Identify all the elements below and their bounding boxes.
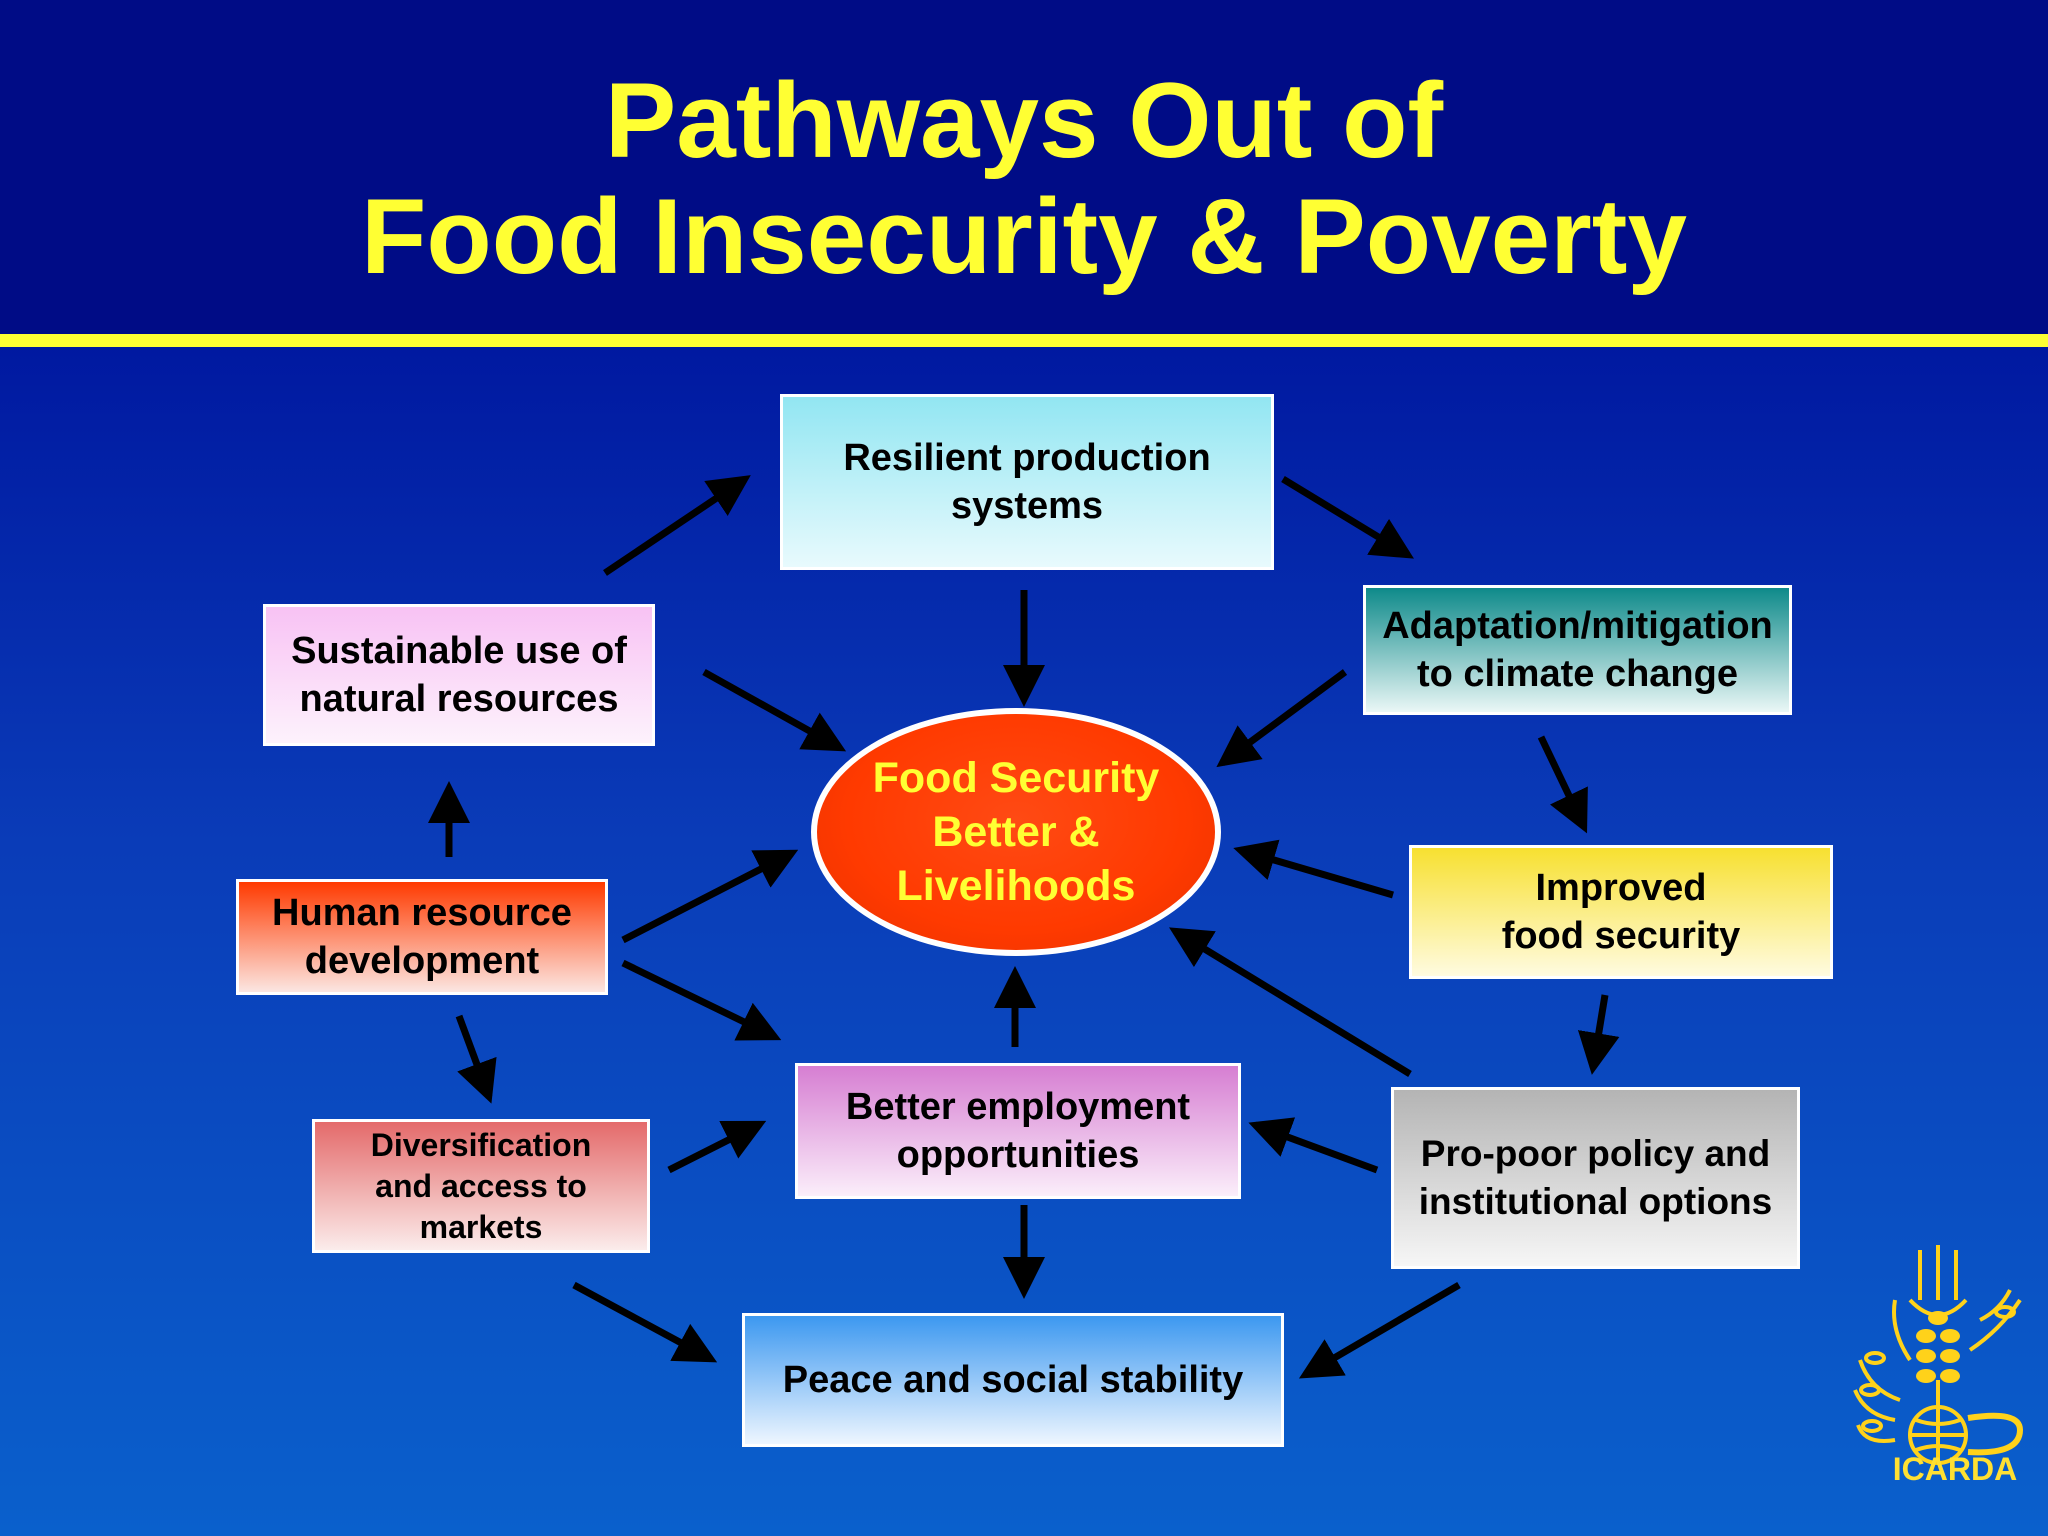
node-label-line: opportunities: [896, 1134, 1140, 1176]
node-label-line: Diversification: [370, 1126, 592, 1163]
slide-title: Pathways Out of Food Insecurity & Povert…: [0, 62, 2048, 294]
arrow-propoor-to-hub: [1169, 927, 1412, 1077]
arrow-adaptation-to-improved: [1537, 735, 1588, 834]
arrow-resilient-to-adaptation: [1281, 476, 1414, 559]
node-label-line: Improved: [1535, 867, 1707, 909]
node-label-line: to climate change: [1417, 653, 1738, 695]
node-label-line: development: [304, 940, 540, 982]
node-improved-food-security: Improved food security: [1409, 845, 1833, 979]
center-food-security-hub: Food Security Better & Livelihoods: [811, 708, 1221, 956]
node-human-resource-development: Human resource development: [236, 879, 608, 995]
arrow-improved-to-propoor: [1577, 994, 1620, 1075]
node-label-line: Peace and social stability: [782, 1359, 1244, 1401]
hub-label-line: Food Security: [872, 754, 1160, 802]
title-line-1: Pathways Out of: [604, 60, 1444, 180]
node-label-line: Pro-poor policy and: [1420, 1133, 1771, 1174]
node-better-employment: Better employment opportunities: [795, 1063, 1241, 1199]
node-adaptation-mitigation: Adaptation/mitigation to climate change: [1363, 585, 1792, 715]
hub-label-line: Livelihoods: [896, 862, 1136, 910]
arrow-human-to-hub: [621, 849, 799, 944]
node-label-line: and access to: [375, 1167, 587, 1204]
node-label-line: Adaptation/mitigation: [1382, 605, 1773, 647]
node-label-line: systems: [950, 485, 1104, 527]
arrow-human-to-diversification: [455, 1014, 497, 1104]
node-sustainable-natural-resources: Sustainable use of natural resources: [263, 604, 655, 746]
node-label-line: food security: [1501, 915, 1741, 957]
node-pro-poor-policy: Pro-poor policy and institutional option…: [1391, 1087, 1800, 1269]
arrow-propoor-to-employment: [1248, 1117, 1379, 1174]
node-resilient-production: Resilient production systems: [780, 394, 1274, 570]
icarda-logo-icon: [1853, 1245, 2024, 1465]
node-label-line: Resilient production: [843, 437, 1211, 479]
arrow-sustainable-to-resilient: [603, 475, 751, 576]
arrow-adaptation-to-hub: [1216, 669, 1348, 768]
header-band: [0, 0, 2048, 336]
node-label-line: Sustainable use of: [291, 630, 627, 672]
arrow-improved-to-hub: [1233, 839, 1394, 899]
node-label-line: institutional options: [1418, 1181, 1773, 1222]
title-divider: [0, 334, 2048, 347]
node-label-line: natural resources: [299, 678, 619, 720]
node-label-line: markets: [419, 1208, 543, 1245]
arrow-propoor-to-peace: [1298, 1281, 1461, 1379]
arrow-diversification-to-peace: [572, 1281, 718, 1363]
hub-label-line: Better &: [932, 808, 1100, 856]
node-label-line: Human resource: [272, 892, 572, 934]
logo-text: ICARDA: [1892, 1451, 2018, 1487]
node-diversification-markets: Diversification and access to markets: [312, 1119, 650, 1253]
arrow-diversification-to-employment: [667, 1120, 767, 1174]
arrow-human-to-employment: [621, 959, 782, 1041]
node-peace-social-stability: Peace and social stability: [742, 1313, 1284, 1447]
title-line-2: Food Insecurity & Poverty: [361, 176, 1687, 296]
arrow-sustainable-to-hub: [702, 668, 847, 752]
node-label-line: Better employment: [845, 1086, 1191, 1128]
